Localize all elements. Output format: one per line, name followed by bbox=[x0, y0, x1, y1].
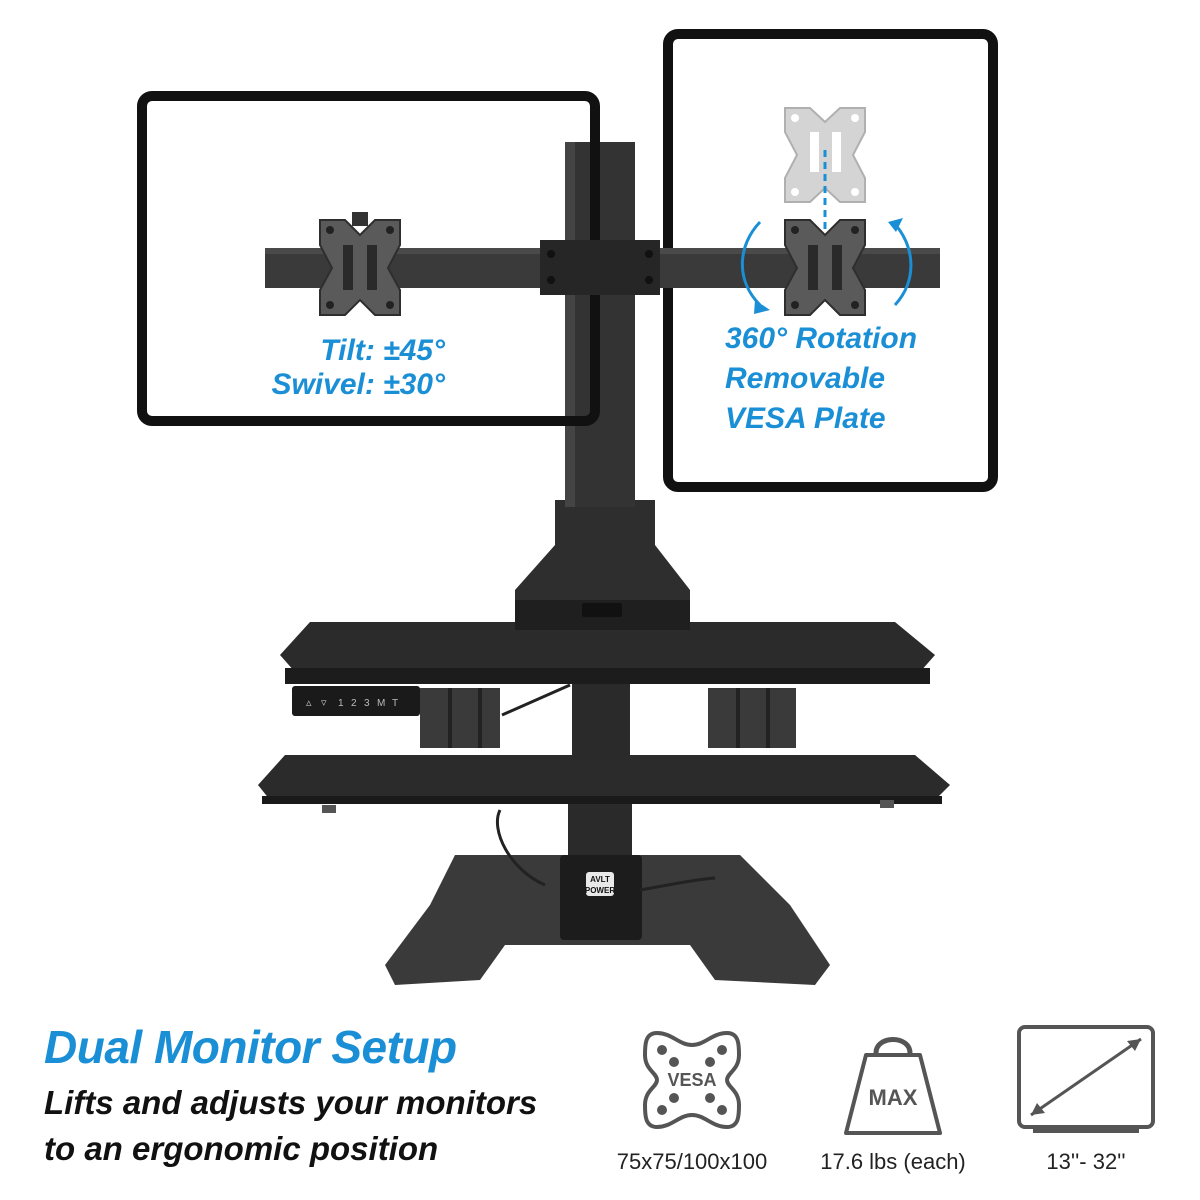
weight-icon-label: MAX bbox=[869, 1085, 918, 1110]
subline-line-2: to an ergonomic position bbox=[44, 1130, 439, 1167]
controller-panel bbox=[292, 686, 420, 716]
rotation-arc-left bbox=[740, 220, 762, 307]
screen-size-caption: 13''- 32'' bbox=[1046, 1149, 1126, 1174]
middle-column bbox=[572, 680, 630, 760]
controller-cable bbox=[501, 683, 571, 717]
keyboard-tray-edge bbox=[262, 796, 942, 804]
subline-line-1: Lifts and adjusts your monitors bbox=[44, 1084, 538, 1121]
center-clamp bbox=[540, 240, 660, 295]
housing-handle bbox=[582, 603, 622, 617]
controller-key-3: 3 bbox=[364, 698, 370, 709]
keyboard-tray bbox=[258, 755, 950, 800]
rotation-callout: 360° Rotation bbox=[725, 322, 917, 355]
brand-logo-line1: AVLT bbox=[590, 875, 610, 884]
screen-size-icon bbox=[1017, 1025, 1155, 1133]
power-box bbox=[560, 855, 642, 940]
brand-logo-icon bbox=[586, 872, 614, 896]
vesa-plate-callout: VESA Plate bbox=[725, 402, 886, 435]
subline: Lifts and adjusts your monitors to an er… bbox=[44, 1080, 537, 1172]
swivel-callout: Swivel: ±30° bbox=[271, 368, 446, 401]
spec-weight: MAX 17.6 lbs (each) bbox=[793, 1015, 993, 1175]
vesa-icon-label: VESA bbox=[667, 1070, 716, 1090]
desk-surface bbox=[280, 622, 935, 672]
vesa-caption: 75x75/100x100 bbox=[616, 1149, 768, 1174]
weight-icon: MAX bbox=[844, 1037, 942, 1135]
weight-caption: 17.6 lbs (each) bbox=[820, 1149, 966, 1174]
right-lift-bracket bbox=[708, 688, 796, 748]
usb-cable bbox=[639, 876, 716, 892]
controller-key-m: M bbox=[377, 698, 385, 709]
power-cable bbox=[495, 809, 546, 887]
vesa-icon: VESA bbox=[642, 1030, 742, 1130]
controller-key-t: T bbox=[392, 698, 398, 709]
desk-surface-edge bbox=[285, 668, 930, 684]
controller-key-2: 2 bbox=[351, 698, 357, 709]
down-arrow-icon: ▿ bbox=[321, 697, 327, 709]
rotate-arrow-right-icon bbox=[888, 218, 903, 232]
brand-logo-line2: POWER bbox=[585, 886, 615, 895]
spec-screen-size: 13''- 32'' bbox=[986, 1015, 1186, 1175]
mast-housing bbox=[515, 500, 690, 630]
up-arrow-icon: ▵ bbox=[306, 697, 312, 709]
tilt-callout: Tilt: ±45° bbox=[320, 334, 446, 367]
rotation-arc-right bbox=[891, 220, 913, 307]
left-lift-bracket bbox=[420, 688, 500, 748]
left-vesa-mount bbox=[319, 212, 401, 316]
rotate-arrow-left-icon bbox=[754, 300, 770, 314]
standing-desk-illustration: AVLT POWER ▵ ▿ 1 2 3 M T bbox=[137, 29, 998, 985]
controller-key-1: 1 bbox=[338, 698, 344, 709]
right-vesa-mount bbox=[784, 219, 866, 316]
removable-callout: Removable bbox=[725, 362, 885, 395]
spec-vesa: VESA 75x75/100x100 bbox=[592, 1015, 792, 1175]
headline: Dual Monitor Setup bbox=[44, 1021, 457, 1073]
